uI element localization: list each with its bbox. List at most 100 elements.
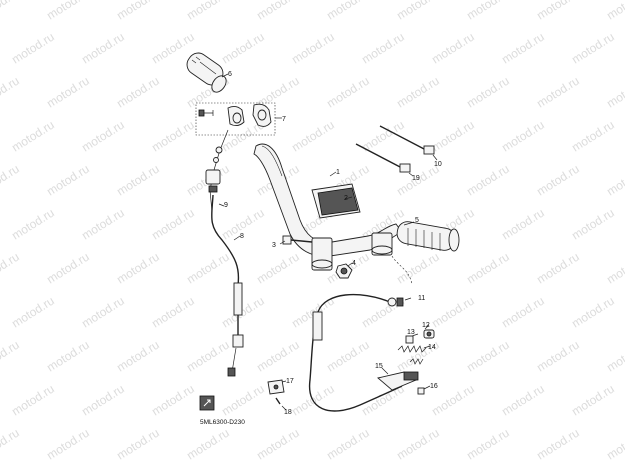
callout-16: 16 [430,383,438,390]
spring-14[interactable] [397,345,427,353]
callout-labels: 1 2 3 4 5 6 7 8 9 10 11 12 13 14 15 16 1… [224,71,442,416]
callout-4: 4 [352,260,356,267]
watermark-text: motod.ru [324,0,372,23]
throttle-housing[interactable] [195,102,276,136]
callout-19: 19 [412,175,420,182]
watermark-text: motod.ru [44,250,92,287]
diagram-code: 5ML6300-D230 [200,419,245,426]
watermark-text: motod.ru [534,338,582,375]
watermark-text: motod.ru [114,0,162,23]
watermark-text: motod.ru [114,74,162,111]
callout-8: 8 [240,233,244,240]
watermark-text: motod.ru [9,294,57,331]
callout-9: 9 [224,202,228,209]
brake-cable[interactable] [308,293,404,412]
watermark-text: motod.ru [0,338,22,375]
callout-12: 12 [422,322,430,329]
watermark-text: motod.ru [534,162,582,199]
watermark-text: motod.ru [324,426,372,463]
watermark-text: motod.ru [289,30,337,67]
nut-13[interactable] [405,335,414,344]
callout-11: 11 [418,295,425,302]
handlebar-pad[interactable] [311,183,361,219]
watermark-text: motod.ru [44,338,92,375]
watermark-text: motod.ru [534,426,582,463]
watermark-text: motod.ru [429,294,477,331]
watermark-text: motod.ru [9,382,57,419]
watermark-text: motod.ru [324,74,372,111]
watermark-text: motod.ru [569,206,617,243]
watermark-text: motod.ru [604,338,625,375]
watermark-text: motod.ru [184,338,232,375]
watermark-text: motod.ru [604,426,625,463]
bracket-15[interactable] [377,358,424,391]
watermark-text: motod.ru [464,0,512,23]
watermark-text: motod.ru [219,30,267,67]
adjuster-12[interactable] [423,329,435,339]
right-grip[interactable] [391,220,460,286]
watermark-text: motod.ru [289,118,337,155]
callout-5: 5 [415,217,419,224]
watermark-text: motod.ru [464,250,512,287]
watermark-text: motod.ru [79,118,127,155]
callout-15: 15 [375,363,383,370]
watermark-text: motod.ru [464,74,512,111]
watermark-text: motod.ru [464,426,512,463]
nut[interactable] [335,263,353,279]
watermark-text: motod.ru [569,30,617,67]
watermark-text: motod.ru [114,426,162,463]
left-grip[interactable] [183,49,229,95]
watermark-text: motod.ru [79,294,127,331]
bolt-16[interactable] [417,387,425,395]
watermark-text: motod.ru [79,30,127,67]
watermark-text: motod.ru [149,206,197,243]
watermark-text: motod.ru [464,338,512,375]
watermark-text: motod.ru [44,74,92,111]
clip-17[interactable] [267,379,285,395]
watermark-text: motod.ru [44,426,92,463]
watermark-text: motod.ru [534,74,582,111]
watermark-text: motod.ru [0,250,22,287]
bolt[interactable] [282,235,313,245]
watermark-text: motod.ru [184,426,232,463]
watermark-text: motod.ru [499,206,547,243]
watermark-text: motod.ru [569,118,617,155]
watermark-text: motod.ru [604,0,625,23]
callout-2: 2 [344,195,348,202]
callout-3: 3 [272,242,276,249]
cable-tie-19[interactable] [355,143,411,173]
callout-13: 13 [407,329,415,336]
callout-1: 1 [336,169,340,176]
watermark-text: motod.ru [499,30,547,67]
watermark-text: motod.ru [9,30,57,67]
watermark-text: motod.ru [184,0,232,23]
watermark-text: motod.ru [604,162,625,199]
watermark-text: motod.ru [534,0,582,23]
watermark-text: motod.ru [499,118,547,155]
watermark-text: motod.ru [79,382,127,419]
watermark-text: motod.ru [184,250,232,287]
cable-tie-10[interactable] [379,125,435,155]
watermark-text: motod.ru [254,0,302,23]
callout-14: 14 [428,344,436,351]
watermark-text: motod.ru [254,250,302,287]
watermark-text: motod.ru [9,118,57,155]
watermark-text: motod.ru [569,382,617,419]
watermark-text: motod.ru [0,74,22,111]
watermark-text: motod.ru [569,294,617,331]
watermark-text: motod.ru [429,30,477,67]
watermark-text: motod.ru [219,294,267,331]
watermark-text: motod.ru [219,382,267,419]
watermark-text: motod.ru [0,426,22,463]
callout-6: 6 [228,71,232,78]
screw-18[interactable] [275,397,281,405]
watermark-text: motod.ru [499,382,547,419]
watermark-text: motod.ru [394,250,442,287]
throttle-cable[interactable] [205,129,244,377]
watermark-text: motod.ru [79,206,127,243]
callout-17: 17 [286,378,294,385]
watermark-text: motod.ru [534,250,582,287]
